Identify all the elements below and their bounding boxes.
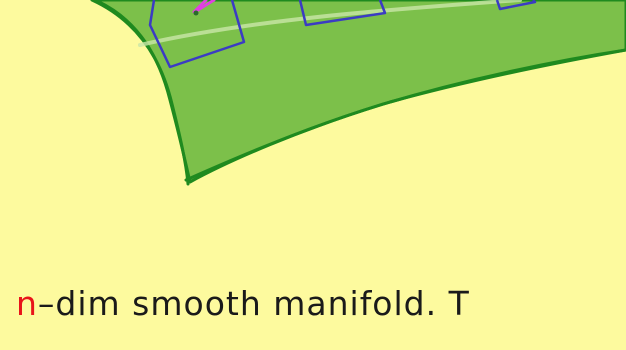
caption-rest: –dim smooth manifold. T: [38, 284, 470, 323]
point-marker: [194, 11, 199, 16]
caption-text: n–dim smooth manifold. T: [16, 284, 470, 323]
manifold-surface: [95, 0, 626, 182]
caption-variable: n: [16, 284, 38, 323]
